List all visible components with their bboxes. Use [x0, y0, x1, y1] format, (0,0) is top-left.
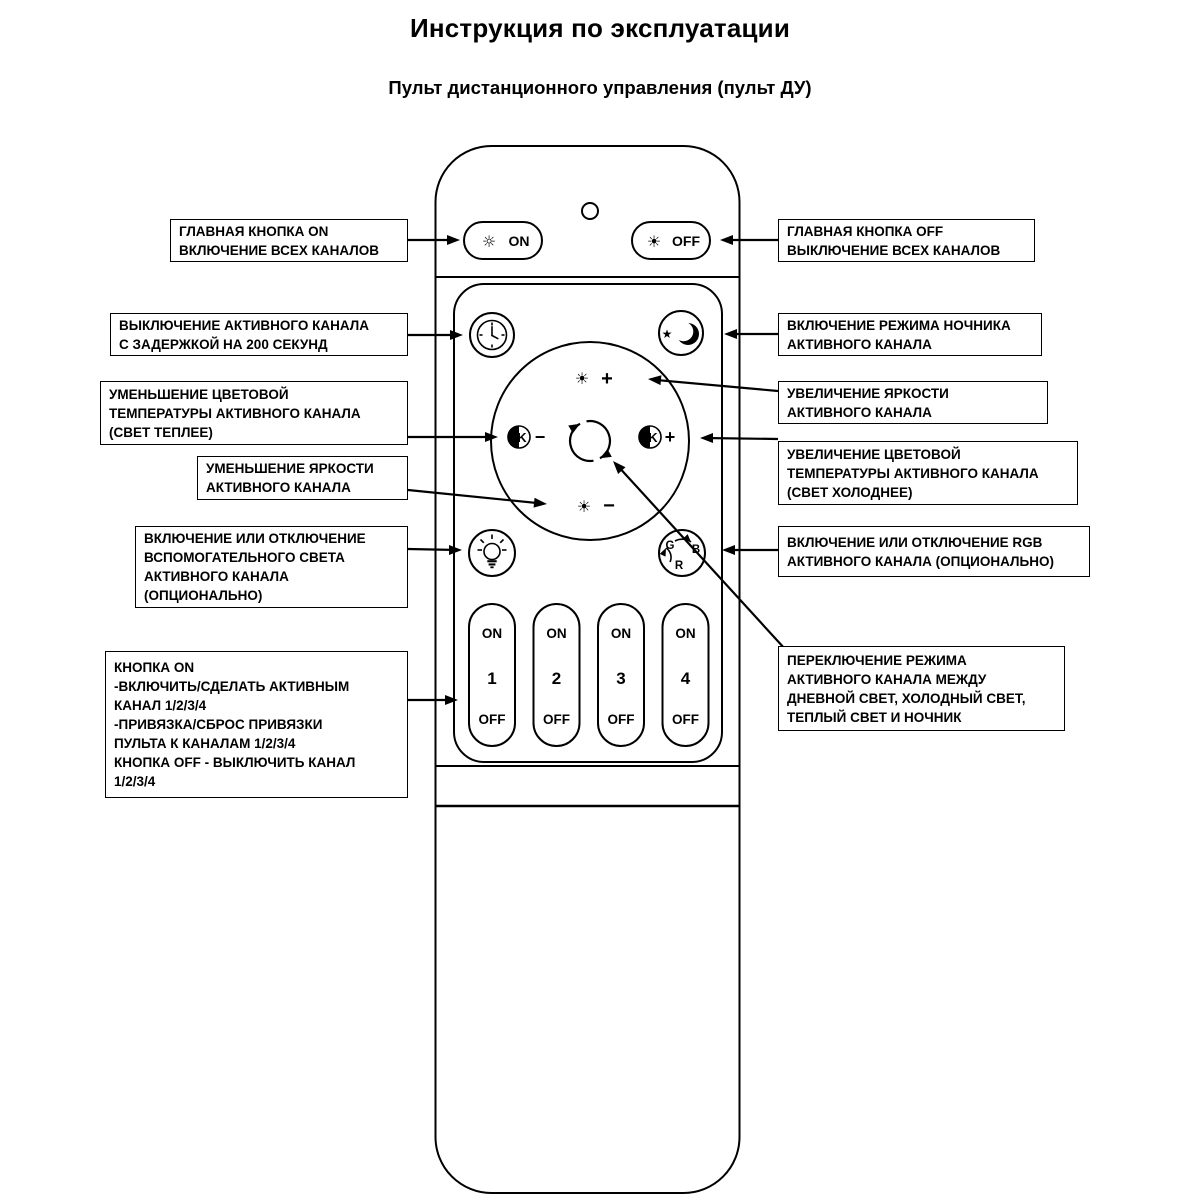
k-letter: K: [648, 430, 658, 445]
channel-2-number: 2: [552, 669, 561, 688]
callout-aux-light: ВКЛЮЧЕНИЕ ИЛИ ОТКЛЮЧЕНИЕ ВСПОМОГАТЕЛЬНОГ…: [135, 526, 408, 608]
channel-3-off-label: OFF: [608, 712, 635, 727]
brightness-down-button: ☀ −: [577, 495, 615, 517]
page-subtitle: Пульт дистанционного управления (пульт Д…: [388, 77, 812, 98]
callout-brightness-up-text: УВЕЛИЧЕНИЕ ЯРКОСТИ АКТИВНОГО КАНАЛА: [787, 385, 949, 420]
sun-icon: ☀: [575, 369, 589, 388]
arrow-mode-cycle: [615, 463, 786, 650]
callout-night-mode: ВКЛЮЧЕНИЕ РЕЖИМА НОЧНИКА АКТИВНОГО КАНАЛ…: [778, 313, 1042, 356]
sun-outline-icon: ☼: [482, 232, 496, 251]
callout-main-off: ГЛАВНАЯ КНОПКА OFF ВЫКЛЮЧЕНИЕ ВСЕХ КАНАЛ…: [778, 219, 1035, 262]
callout-arrows: [407, 235, 786, 705]
arrow-brightness-down: [407, 488, 544, 505]
callout-night-mode-text: ВКЛЮЧЕНИЕ РЕЖИМА НОЧНИКА АКТИВНОГО КАНАЛ…: [787, 317, 1011, 352]
callout-temp-cooler-text: УВЕЛИЧЕНИЕ ЦВЕТОВОЙ ТЕМПЕРАТУРЫ АКТИВНОГ…: [787, 446, 1039, 500]
callout-brightness-down: УМЕНЬШЕНИЕ ЯРКОСТИ АКТИВНОГО КАНАЛА: [197, 456, 408, 500]
main-on-label: ON: [509, 233, 530, 249]
channel-4-on-label: ON: [675, 626, 695, 641]
channel-button-1: ON 1 OFF: [468, 603, 516, 747]
main-off-button: ☀ OFF: [631, 221, 711, 260]
callout-main-on-text: ГЛАВНАЯ КНОПКА ON ВКЛЮЧЕНИЕ ВСЕХ КАНАЛОВ: [179, 223, 380, 258]
callout-temp-warmer: УМЕНЬШЕНИЕ ЦВЕТОВОЙ ТЕМПЕРАТУРЫ АКТИВНОГ…: [100, 381, 408, 445]
aux-light-button: [468, 529, 516, 577]
callout-timer-off: ВЫКЛЮЧЕНИЕ АКТИВНОГО КАНАЛА С ЗАДЕРЖКОЙ …: [110, 313, 408, 356]
sun-icon: ☀: [577, 497, 591, 516]
brightness-up-button: ☀ +: [575, 368, 613, 390]
plus-sign: +: [601, 368, 613, 390]
callout-main-off-text: ГЛАВНАЯ КНОПКА OFF ВЫКЛЮЧЕНИЕ ВСЕХ КАНАЛ…: [787, 223, 1001, 258]
led-indicator: [581, 202, 599, 220]
callout-channel-buttons-text: КНОПКА ON -ВКЛЮЧИТЬ/СДЕЛАТЬ АКТИВНЫМ КАН…: [114, 660, 356, 789]
half-circle-icon: [639, 426, 650, 448]
callout-brightness-down-text: УМЕНЬШЕНИЕ ЯРКОСТИ АКТИВНОГО КАНАЛА: [206, 461, 374, 495]
channel-2-on-label: ON: [546, 626, 566, 641]
bulb-icon: [477, 534, 507, 569]
half-circle-icon: [508, 426, 519, 448]
arrow-temp-cooler: [703, 436, 779, 441]
arrow-brightness-up: [651, 378, 779, 393]
callout-mode-cycle: ПЕРЕКЛЮЧЕНИЕ РЕЖИМА АКТИВНОГО КАНАЛА МЕЖ…: [778, 646, 1065, 731]
rgb-r-letter: R: [675, 560, 684, 572]
star-icon: ★: [662, 327, 673, 341]
callout-brightness-up: УВЕЛИЧЕНИЕ ЯРКОСТИ АКТИВНОГО КАНАЛА: [778, 381, 1048, 424]
clock-icon: [476, 319, 508, 351]
mode-cycle-button: [568, 419, 612, 463]
channel-button-4: ON 4 OFF: [661, 603, 710, 747]
dpad-ring: [490, 341, 690, 541]
main-off-label: OFF: [672, 233, 700, 249]
channel-1-number: 1: [487, 669, 496, 688]
rgb-g-letter: G: [666, 540, 675, 552]
callout-channel-buttons: КНОПКА ON -ВКЛЮЧИТЬ/СДЕЛАТЬ АКТИВНЫМ КАН…: [105, 651, 408, 798]
temp-up-button: K +: [638, 425, 676, 449]
callout-timer-off-text: ВЫКЛЮЧЕНИЕ АКТИВНОГО КАНАЛА С ЗАДЕРЖКОЙ …: [119, 317, 369, 352]
channel-3-number: 3: [616, 669, 625, 688]
remote-body: [434, 145, 741, 1194]
main-on-button: ☼ ON: [463, 221, 543, 260]
timer-button: [469, 312, 515, 358]
k-letter: K: [517, 430, 527, 445]
callout-rgb-toggle: ВКЛЮЧЕНИЕ ИЛИ ОТКЛЮЧЕНИЕ RGB АКТИВНОГО К…: [778, 526, 1090, 577]
callout-rgb-toggle-text: ВКЛЮЧЕНИЕ ИЛИ ОТКЛЮЧЕНИЕ RGB АКТИВНОГО К…: [787, 534, 1054, 569]
channel-1-off-label: OFF: [479, 712, 506, 727]
callout-temp-cooler: УВЕЛИЧЕНИЕ ЦВЕТОВОЙ ТЕМПЕРАТУРЫ АКТИВНОГ…: [778, 441, 1078, 505]
channel-1-on-label: ON: [482, 626, 502, 641]
button-panel: [453, 283, 723, 763]
channel-button-3: ON 3 OFF: [597, 603, 645, 747]
sun-filled-icon: ☀: [647, 232, 661, 251]
plus-sign: +: [665, 427, 676, 447]
callout-temp-warmer-text: УМЕНЬШЕНИЕ ЦВЕТОВОЙ ТЕМПЕРАТУРЫ АКТИВНОГ…: [109, 386, 361, 440]
minus-sign: −: [603, 495, 615, 517]
callout-mode-cycle-text: ПЕРЕКЛЮЧЕНИЕ РЕЖИМА АКТИВНОГО КАНАЛА МЕЖ…: [787, 652, 1026, 725]
callout-aux-light-text: ВКЛЮЧЕНИЕ ИЛИ ОТКЛЮЧЕНИЕ ВСПОМОГАТЕЛЬНОГ…: [144, 531, 366, 603]
minus-sign: −: [535, 427, 546, 447]
channel-2-off-label: OFF: [543, 712, 570, 727]
callout-main-on: ГЛАВНАЯ КНОПКА ON ВКЛЮЧЕНИЕ ВСЕХ КАНАЛОВ: [170, 219, 408, 262]
channel-button-2: ON 2 OFF: [532, 603, 581, 747]
temp-down-button: K −: [507, 425, 546, 449]
channel-3-on-label: ON: [611, 626, 631, 641]
channel-4-number: 4: [681, 669, 691, 688]
channel-4-off-label: OFF: [672, 712, 699, 727]
page-title: Инструкция по эксплуатации: [409, 13, 791, 43]
rgb-cycle-arrows-icon: [659, 534, 692, 563]
night-mode-button: ★: [658, 310, 704, 356]
